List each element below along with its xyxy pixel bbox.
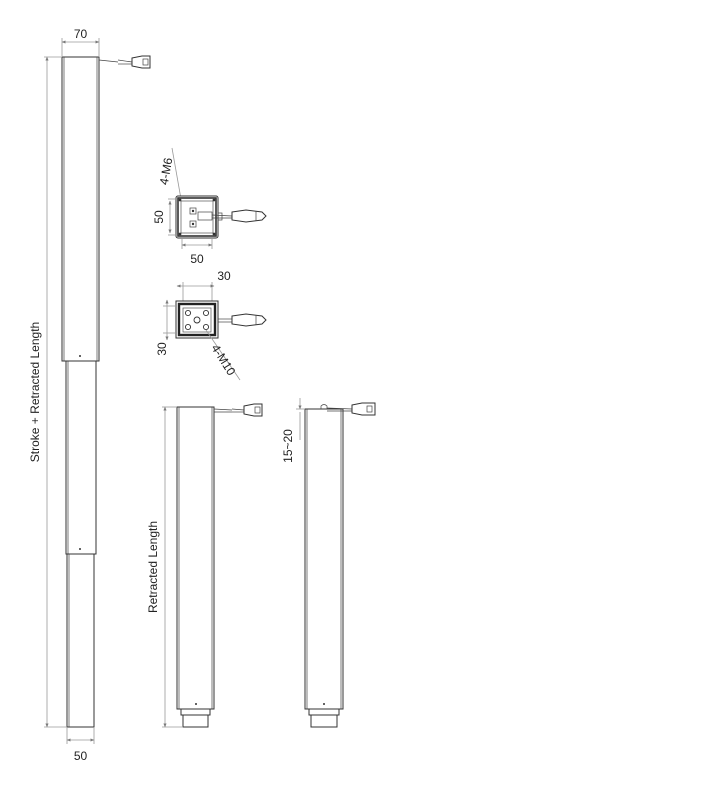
bottom-plate-top-label: 30 [217,269,231,283]
mount-holes-bottom-label: 4-M10 [208,342,238,379]
top-plate-view: 4-M6 50 50 [152,147,267,266]
bottom-plate-side-label: 30 [155,342,169,356]
retracted-column: Retracted Length [146,403,263,728]
stroke-retracted-length-label: Stroke + Retracted Length [28,322,42,462]
bottom-width-label: 50 [74,749,88,763]
cable-offset-label: 15~20 [281,429,295,463]
top-plate-side-label: 50 [152,210,166,224]
retracted-column-side: 15~20 [281,398,376,728]
extended-column: 70 Stroke + Retracted Length 50 [28,27,151,763]
top-plate-bottom-label: 50 [190,252,204,266]
mount-holes-top-label: 4-M6 [157,156,176,186]
top-width-label: 70 [74,27,88,41]
retracted-length-label: Retracted Length [146,521,160,613]
bottom-plate-view: 30 30 4-M10 [155,269,267,381]
